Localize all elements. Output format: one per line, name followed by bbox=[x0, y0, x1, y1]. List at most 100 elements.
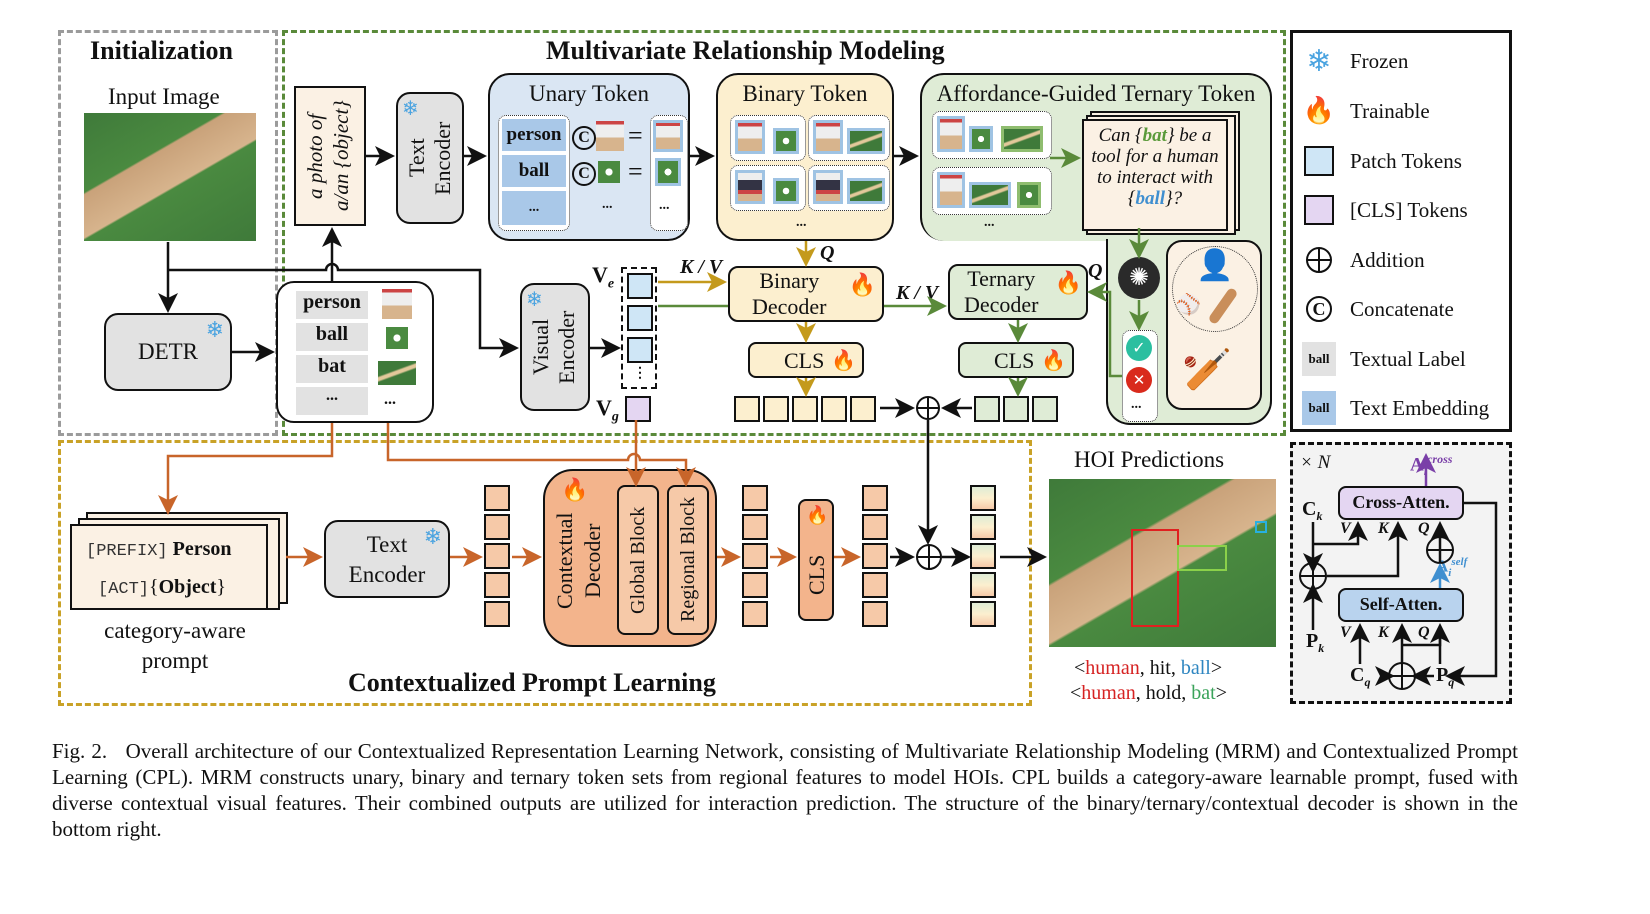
cq-symbol: C bbox=[1350, 664, 1365, 686]
prompt-template-line1: a photo of bbox=[303, 113, 327, 199]
contextual-decoder-line1: Contextual bbox=[552, 512, 577, 610]
self-attention-block: Self-Atten. bbox=[1338, 588, 1464, 622]
contextual-decoder-label: Contextual Decoder bbox=[551, 501, 607, 621]
a-cross-label: Aicross bbox=[1410, 452, 1452, 479]
output-token bbox=[1032, 396, 1058, 422]
ternary-kv-label: K / V bbox=[896, 282, 939, 304]
prompt-caption-line1: category-aware bbox=[104, 618, 246, 643]
binary-pair-4 bbox=[808, 165, 890, 211]
mrm-region bbox=[282, 30, 1286, 436]
self-k-label: K bbox=[1378, 624, 1389, 641]
baseball-icon: ⚾ bbox=[1176, 294, 1201, 316]
pair-catcher-crop bbox=[735, 170, 765, 204]
regional-block-label: Regional Block bbox=[677, 497, 699, 623]
a-self-sup: self bbox=[1451, 556, 1468, 568]
unary-token-ball bbox=[655, 158, 681, 186]
unary-token-title: Unary Token bbox=[529, 81, 649, 106]
embedding-token bbox=[862, 601, 888, 627]
legend-label: [CLS] Tokens bbox=[1350, 197, 1468, 222]
triplet-bat-crop bbox=[969, 182, 1011, 208]
binary-more: ... bbox=[796, 215, 807, 230]
legend-addition: Addition bbox=[1302, 240, 1425, 280]
text-encoder-line2: Encoder bbox=[430, 121, 455, 195]
binary-decoder-line1: Binary bbox=[759, 268, 820, 293]
mrm-text-encoder: ❄ Text Encoder bbox=[396, 92, 464, 224]
repeat-n-label: × N bbox=[1300, 452, 1331, 473]
caption-text: Overall architecture of our Contextualiz… bbox=[52, 739, 1519, 841]
equals-sign: = bbox=[628, 157, 643, 186]
legend-patch-tokens: Patch Tokens bbox=[1302, 141, 1462, 181]
cpl-text-encoder-line1: Text bbox=[366, 532, 408, 557]
detection-label-more: ... bbox=[296, 387, 368, 415]
prompt-template-box: a photo of a/an {object} bbox=[294, 86, 366, 226]
legend-frozen: ❄Frozen bbox=[1302, 41, 1408, 81]
cross-attention-block: Cross-Atten. bbox=[1338, 486, 1464, 520]
output-token bbox=[821, 396, 847, 422]
ternary-token-panel: Affordance-Guided Ternary Token ... Can … bbox=[920, 73, 1272, 241]
snowflake-icon: ❄ bbox=[423, 524, 442, 549]
llm-answer-list: ✓ ✕ ... bbox=[1122, 330, 1158, 422]
hoi-triplet-1: <human, hit, ball> bbox=[1074, 657, 1223, 679]
cross-q-label: Q bbox=[1418, 520, 1430, 537]
a-cross-symbol: A bbox=[1410, 454, 1424, 476]
embedding-token bbox=[742, 572, 768, 598]
mrm-addition-icon bbox=[916, 396, 940, 420]
embedding-token bbox=[970, 485, 996, 511]
triplet-bat-crop bbox=[1001, 126, 1043, 152]
pair-ball-crop bbox=[773, 178, 799, 204]
human-icon: 👤 bbox=[1196, 249, 1234, 282]
contextual-decoder: 🔥 Contextual Decoder Global Block Region… bbox=[543, 469, 717, 647]
unary-label-group: person ball ... bbox=[498, 115, 570, 231]
legend-trainable: 🔥Trainable bbox=[1302, 91, 1430, 131]
ck-symbol: C bbox=[1302, 498, 1317, 520]
embedding-token bbox=[970, 572, 996, 598]
triplet-subject: human bbox=[1081, 682, 1136, 704]
triplet-object: ball bbox=[1180, 657, 1211, 679]
cq-label: Cq bbox=[1350, 664, 1370, 690]
embedding-token bbox=[484, 514, 510, 540]
binary-pair-1 bbox=[730, 115, 806, 161]
pair-bat-crop bbox=[847, 128, 885, 154]
unary-token-person bbox=[653, 120, 683, 152]
human-bbox bbox=[1131, 529, 1179, 627]
self-q-label: Q bbox=[1418, 624, 1430, 641]
embedding-token bbox=[742, 514, 768, 540]
unary-label-ball: ball bbox=[502, 155, 566, 187]
category-aware-prompt-card: [PREFIX] Person [ACT]{Object} bbox=[70, 524, 268, 610]
input-image-label: Input Image bbox=[108, 84, 220, 109]
a-cross-sup: cross bbox=[1427, 452, 1453, 466]
concatenate-icon: C bbox=[1302, 292, 1336, 326]
legend-cls-tokens: [CLS] Tokens bbox=[1302, 190, 1468, 230]
flame-icon: 🔥 bbox=[1054, 270, 1082, 295]
triplet-person-crop bbox=[937, 172, 965, 208]
binary-decoder-label: Binary Decoder bbox=[752, 268, 827, 320]
snowflake-icon: ❄ bbox=[402, 98, 419, 120]
figure-number: Fig. 2. bbox=[52, 739, 108, 763]
fusion-addition-icon bbox=[916, 544, 942, 570]
embedding-token bbox=[484, 485, 510, 511]
hoi-triplet-2: <human, hold, bat> bbox=[1070, 682, 1227, 704]
pq-label: Pq bbox=[1436, 664, 1454, 690]
output-token bbox=[734, 396, 760, 422]
embedding-token bbox=[862, 485, 888, 511]
flame-icon: 🔥 bbox=[848, 272, 876, 297]
ternary-cls-label: CLS bbox=[994, 348, 1035, 373]
binary-cls-label: CLS bbox=[784, 348, 825, 373]
pk-sub: k bbox=[1318, 641, 1325, 655]
pair-bat-crop bbox=[847, 178, 885, 204]
ve-symbol: V bbox=[592, 262, 608, 287]
prompt-caption: category-aware prompt bbox=[80, 616, 270, 676]
pair-ball-crop bbox=[773, 128, 799, 154]
patch-token bbox=[627, 273, 653, 299]
binary-token-panel: Binary Token ... bbox=[716, 73, 894, 241]
unary-label-more: ... bbox=[502, 191, 566, 225]
illustration-circle bbox=[1172, 246, 1258, 332]
binary-pair-3 bbox=[730, 165, 806, 211]
detection-label-bat: bat bbox=[296, 355, 368, 383]
triplet-ball-crop bbox=[969, 126, 993, 152]
a-self-symbol: A bbox=[1436, 556, 1449, 576]
unary-label-person: person bbox=[502, 119, 566, 151]
cq-sub: q bbox=[1364, 675, 1371, 689]
detection-label-person: person bbox=[296, 291, 368, 319]
